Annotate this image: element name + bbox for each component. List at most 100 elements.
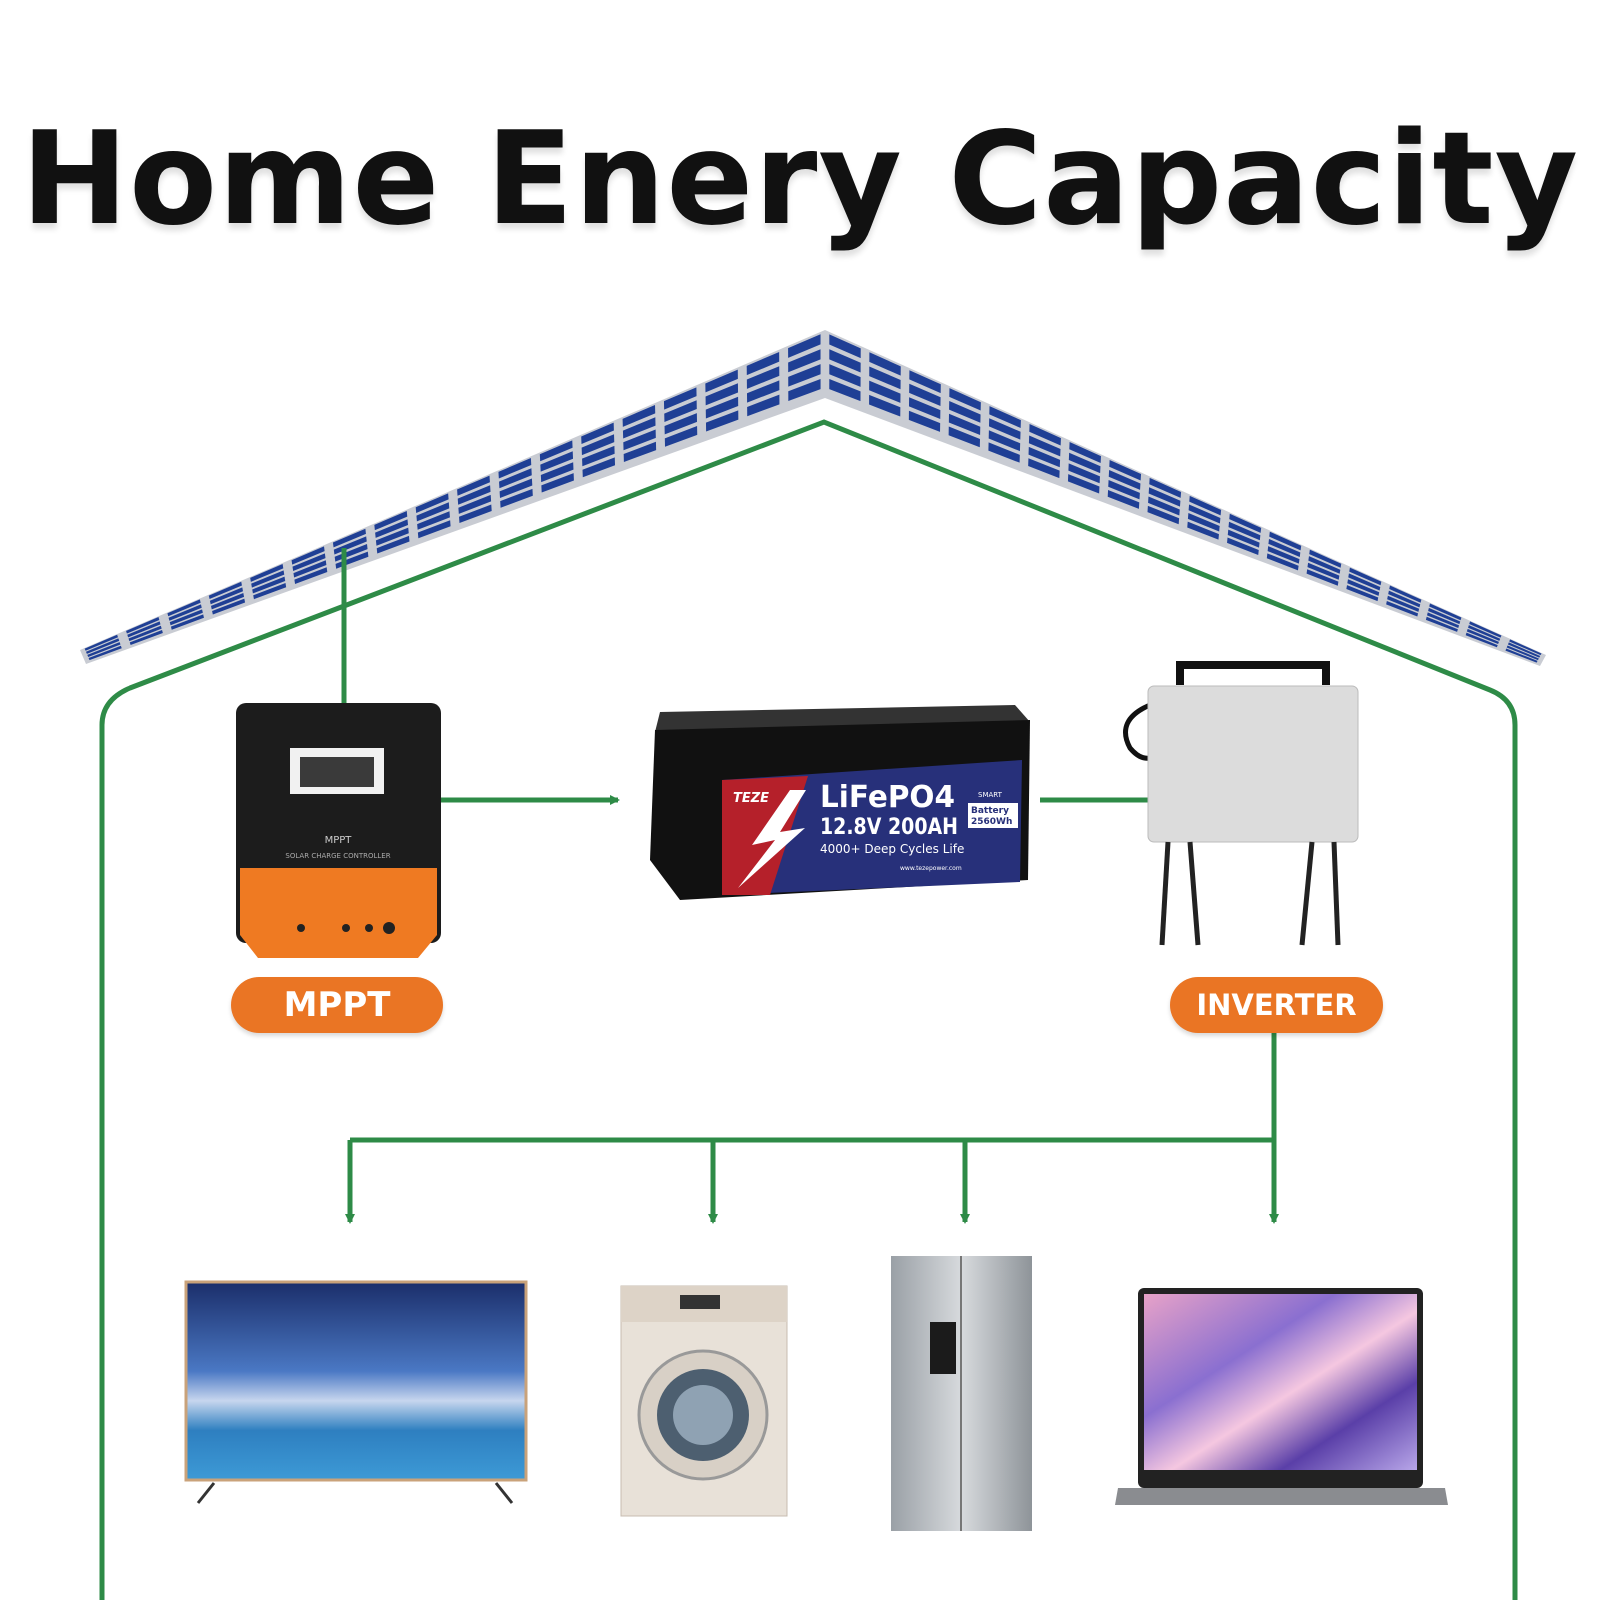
solar-cell: [1148, 487, 1181, 507]
solar-cell: [127, 621, 161, 638]
solar-cell: [1107, 489, 1140, 509]
solar-cell: [664, 426, 698, 447]
solar-cell: [498, 458, 532, 479]
solar-cell: [1148, 496, 1180, 516]
solar-cell: [1108, 479, 1140, 500]
solar-cell: [1067, 474, 1100, 494]
solar-cell: [1227, 537, 1259, 555]
solar-panel-frame: [825, 330, 1546, 666]
solar-cell: [1468, 625, 1501, 641]
solar-cell: [375, 519, 409, 538]
solar-cell: [988, 418, 1021, 440]
solar-cell: [540, 451, 574, 472]
solar-cell: [1386, 600, 1419, 617]
solar-panel-roof: [80, 330, 1546, 666]
solar-cell: [1109, 459, 1142, 481]
solar-cell: [458, 494, 492, 514]
solar-cell: [788, 334, 821, 358]
solar-cell: [1347, 579, 1380, 596]
solar-cell: [126, 617, 160, 634]
solar-cell: [88, 645, 122, 661]
solar-cell: [208, 581, 242, 600]
solar-cell: [1228, 521, 1261, 541]
battery-brand: TEZE: [733, 791, 769, 806]
solar-cell: [416, 502, 450, 522]
battery-badge-line2: 2560Wh: [971, 817, 1012, 827]
solar-cell: [499, 478, 533, 498]
solar-cell: [869, 352, 901, 376]
solar-cell: [829, 334, 861, 359]
solar-cell: [948, 426, 980, 448]
solar-cell: [417, 520, 451, 539]
solar-cell: [415, 493, 449, 513]
solar-cell: [252, 576, 286, 594]
battery-website: www.tezepower.com: [900, 865, 962, 872]
solar-cell: [1029, 424, 1061, 446]
solar-cell: [1227, 529, 1260, 548]
solar-cell: [1188, 504, 1221, 524]
solar-cell: [1506, 645, 1539, 661]
solar-cell: [581, 422, 614, 445]
solar-cell: [250, 564, 284, 582]
solar-cell: [332, 528, 366, 548]
solar-cell: [291, 546, 325, 565]
solar-cell: [1427, 612, 1460, 628]
solar-cell: [623, 441, 657, 463]
solar-cell: [988, 442, 1020, 463]
solar-cell: [169, 609, 203, 626]
solar-cell: [1028, 458, 1060, 479]
solar-cell: [1307, 562, 1340, 580]
solar-cell: [664, 413, 698, 435]
solar-cell: [1387, 595, 1420, 612]
solar-cell: [869, 394, 901, 417]
house-outline: [99, 419, 1518, 1600]
solar-cell: [746, 351, 780, 376]
washing-machine-image: [620, 1285, 788, 1517]
solar-cell: [253, 582, 287, 600]
tv-image: [184, 1280, 528, 1504]
solar-cell: [909, 370, 941, 394]
solar-cell: [1306, 569, 1339, 586]
solar-cell: [1388, 590, 1421, 608]
solar-cell: [85, 638, 120, 654]
solar-cell: [1428, 607, 1461, 625]
solar-cell: [417, 511, 450, 530]
solar-cell: [128, 625, 162, 642]
solar-cell: [1028, 446, 1061, 468]
solar-cell: [908, 397, 941, 419]
solar-cell: [375, 527, 409, 546]
solar-cell: [457, 475, 490, 496]
solar-cell: [663, 387, 697, 410]
solar-cell: [212, 598, 246, 615]
solar-cell: [1108, 469, 1141, 490]
solar-cell: [1268, 538, 1301, 557]
solar-cell: [210, 593, 245, 610]
solar-cell: [1469, 621, 1502, 638]
solar-cell: [949, 388, 981, 411]
battery-badge-line1: Battery: [971, 806, 1009, 816]
solar-cell: [1466, 628, 1499, 645]
solar-cell: [1229, 513, 1262, 533]
solar-cell: [1346, 585, 1379, 602]
solar-cell: [829, 364, 861, 387]
solar-cell: [788, 364, 821, 387]
battery-cycles: 4000+ Deep Cycles Life: [820, 842, 964, 856]
flow-arrows: [339, 548, 1279, 1224]
battery-spec: 12.8V 200AH: [820, 815, 958, 840]
solar-cell: [829, 349, 861, 373]
solar-cell: [705, 410, 739, 432]
solar-cell: [908, 410, 941, 432]
solar-cell: [1068, 463, 1100, 484]
solar-cell: [622, 404, 656, 427]
solar-cell: [1028, 435, 1061, 457]
solar-cell: [705, 383, 739, 406]
solar-cell: [1349, 567, 1382, 586]
solar-cell: [457, 485, 491, 505]
lifepo4-battery-image: TEZE LiFePO4 12.8V 200AH Battery 2560Wh …: [650, 705, 1030, 900]
solar-cell: [989, 406, 1021, 429]
solar-cell: [499, 468, 532, 489]
solar-cell: [1269, 531, 1302, 551]
solar-cell: [705, 369, 738, 393]
solar-cell: [747, 394, 780, 417]
solar-cell: [292, 553, 326, 572]
